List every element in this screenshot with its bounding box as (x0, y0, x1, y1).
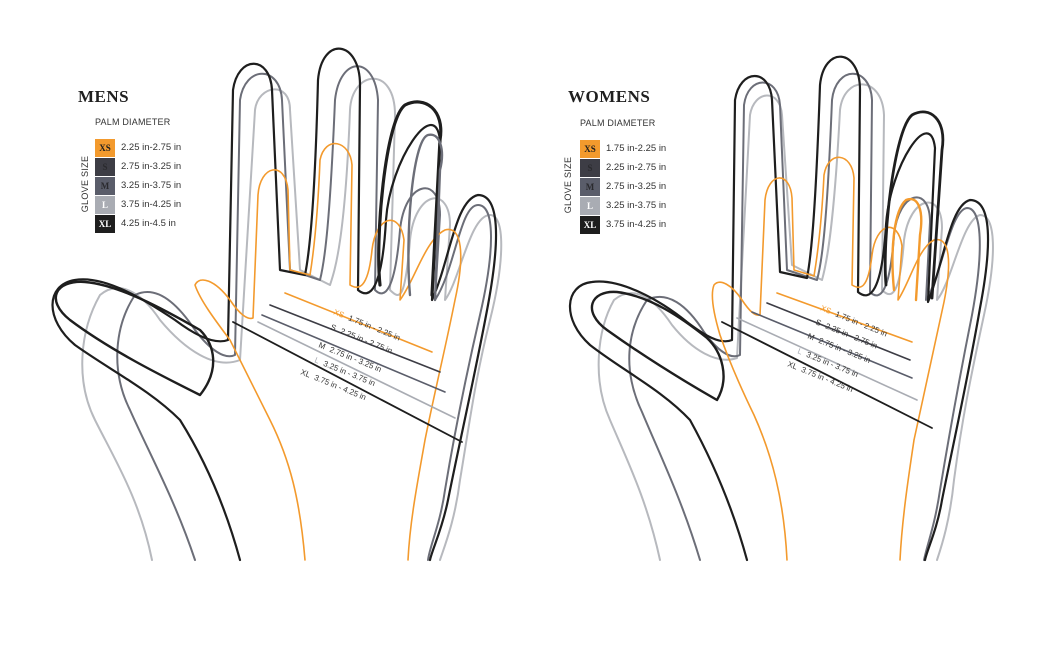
legend-row-xl: XL 3.75 in-4.25 in (580, 216, 720, 234)
legend-row-xs: XS 1.75 in-2.25 in (580, 140, 720, 158)
arrow-m (261, 314, 446, 393)
swatch-s: S (95, 158, 115, 176)
range-xl: 3.75 in-4.25 in (606, 219, 667, 230)
legend-row-l: L 3.25 in-3.75 in (580, 197, 720, 215)
range-xs: 1.75 in-2.25 in (606, 143, 667, 154)
range-m: 3.25 in-3.75 in (121, 180, 182, 191)
arrow-xs (776, 292, 913, 343)
glove-outline-xs (711, 156, 950, 561)
swatch-s: S (580, 159, 600, 177)
womens-measurement-arrows (721, 292, 933, 429)
womens-hand-diagram: XS 1.75 in - 2.25 in S 2.25 in - 2.75 in… (568, 55, 994, 562)
range-s: 2.75 in-3.25 in (121, 161, 182, 172)
range-xs: 2.25 in-2.75 in (121, 142, 182, 153)
mens-title: MENS (78, 87, 130, 106)
womens-palm-diameter-label: PALM DIAMETER (580, 118, 656, 128)
arrow-l (257, 321, 456, 419)
range-l: 3.25 in-3.75 in (606, 200, 667, 211)
mens-panel: XS 1.75 in - 2.25 in S 2.25 in - 2.75 in… (51, 47, 503, 562)
legend-row-m: M 3.25 in-3.75 in (95, 177, 235, 195)
womens-glove-size-label: GLOVE SIZE (563, 156, 573, 214)
range-m: 2.75 in-3.25 in (606, 181, 667, 192)
thumb-dark (590, 290, 725, 402)
glove-outline-xs (194, 142, 462, 561)
range-l: 3.75 in-4.25 in (121, 199, 182, 210)
swatch-xs: XS (580, 140, 600, 158)
finger-tip-dark (377, 100, 443, 297)
finger-tip-mid (407, 133, 444, 302)
legend-row-l: L 3.75 in-4.25 in (95, 196, 235, 214)
arrow-s (269, 304, 441, 373)
womens-title: WOMENS (568, 87, 651, 106)
womens-panel: XS 1.75 in - 2.25 in S 2.25 in - 2.75 in… (522, 0, 1044, 655)
range-xl: 4.25 in-4.5 in (121, 218, 176, 229)
mens-palm-diameter-label: PALM DIAMETER (95, 117, 171, 127)
mens-measurement-arrows (232, 292, 463, 443)
swatch-xl: XL (95, 215, 115, 233)
mens-hand-diagram: XS 1.75 in - 2.25 in S 2.25 in - 2.75 in… (51, 47, 503, 562)
legend-row-m: M 2.75 in-3.25 in (580, 178, 720, 196)
swatch-l: L (95, 196, 115, 214)
legend-row-s: S 2.25 in-2.75 in (580, 159, 720, 177)
arrow-xl (721, 321, 933, 429)
range-s: 2.25 in-2.75 in (606, 162, 667, 173)
arrow-s (766, 302, 911, 361)
swatch-m: M (580, 178, 600, 196)
glove-outline-l (597, 83, 994, 561)
swatch-m: M (95, 177, 115, 195)
legend-row-s: S 2.75 in-3.25 in (95, 158, 235, 176)
mens-measurement-labels: XS 1.75 in - 2.25 in S 2.25 in - 2.75 in… (299, 308, 401, 403)
swatch-l: L (580, 197, 600, 215)
legend-row-xs: XS 2.25 in-2.75 in (95, 139, 235, 157)
glove-outline-xl (51, 47, 498, 562)
swatch-xs: XS (95, 139, 115, 157)
swatch-xl: XL (580, 216, 600, 234)
arrow-xs (284, 292, 433, 353)
mens-glove-size-label: GLOVE SIZE (80, 155, 90, 213)
legend-row-xl: XL 4.25 in-4.5 in (95, 215, 235, 233)
finger-tip-orange (891, 197, 923, 302)
arrow-m (751, 311, 913, 379)
arrow-xl (232, 321, 463, 443)
thumb-dark (54, 280, 215, 397)
arrow-l (736, 317, 918, 401)
finger-tip-dark (883, 110, 945, 300)
glove-outline-xl (568, 55, 990, 562)
glove-outline-l (81, 77, 503, 561)
